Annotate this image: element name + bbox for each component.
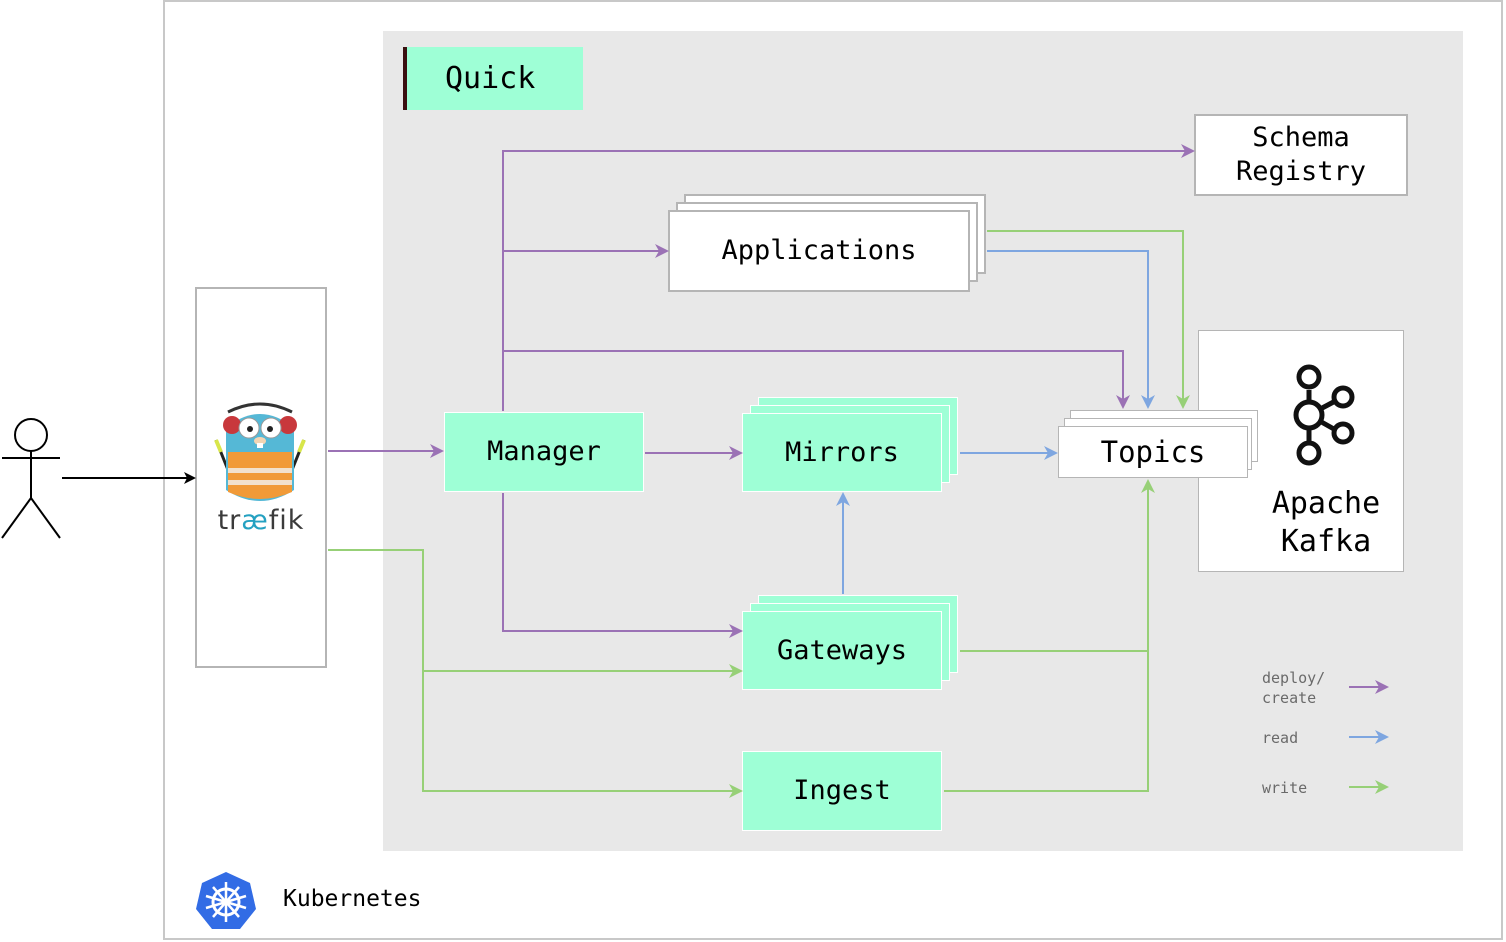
read-edges: [836, 250, 1155, 594]
kafka-label-line2: Kafka: [1280, 524, 1372, 559]
manager-label: Manager: [487, 436, 601, 467]
deploy-edges: [328, 144, 1195, 638]
write-edges: [328, 230, 1190, 798]
edge-applications-topics-read: [987, 250, 1155, 409]
manager-node: Manager: [444, 412, 644, 492]
topics-node: Topics: [1058, 426, 1248, 478]
edge-ingest-topics-write: [944, 479, 1155, 792]
legend-deploy-line1: deploy/: [1262, 669, 1326, 687]
edge-applications-topics-write: [987, 230, 1190, 409]
applications-node: Applications: [668, 210, 970, 292]
edge-manager-topics: [503, 350, 1130, 409]
edge-manager-gateways: [502, 493, 743, 638]
traefik-label: træfik: [215, 505, 307, 536]
legend-deploy-line2: create: [1262, 689, 1317, 707]
traefik-label-post: fik: [268, 505, 305, 536]
stick-figure-icon: [1, 418, 61, 539]
legend-write-label: write: [1262, 779, 1308, 797]
traefik-gopher-logo: [214, 402, 306, 501]
traefik-label-ae: æ: [241, 505, 269, 536]
topics-label: Topics: [1100, 435, 1206, 469]
kubernetes-helm-icon: [196, 872, 256, 929]
applications-label: Applications: [721, 235, 917, 266]
legend-read-label: read: [1262, 729, 1299, 747]
traefik-label-pre: tr: [217, 505, 242, 536]
mirrors-node: Mirrors: [742, 413, 942, 492]
schema-registry-node: Schema Registry: [1194, 114, 1408, 196]
gateways-label: Gateways: [776, 634, 908, 666]
kafka-label: Apache Kafka: [1248, 485, 1404, 561]
ingest-label: Ingest: [793, 775, 891, 806]
legend-deploy-label: deploy/ create: [1262, 668, 1325, 708]
kafka-label-line1: Apache: [1271, 486, 1381, 521]
quick-group-label: Quick: [403, 47, 583, 110]
schema-registry-label-line1: Schema: [1252, 122, 1350, 153]
ingest-node: Ingest: [742, 751, 942, 831]
gateways-node: Gateways: [742, 611, 942, 690]
schema-registry-label-line2: Registry: [1235, 156, 1367, 187]
mirrors-label: Mirrors: [785, 436, 899, 468]
kafka-logo-icon: [1293, 364, 1355, 466]
kubernetes-label: Kubernetes: [283, 886, 422, 912]
edge-manager-schema-registry: [502, 144, 1195, 411]
